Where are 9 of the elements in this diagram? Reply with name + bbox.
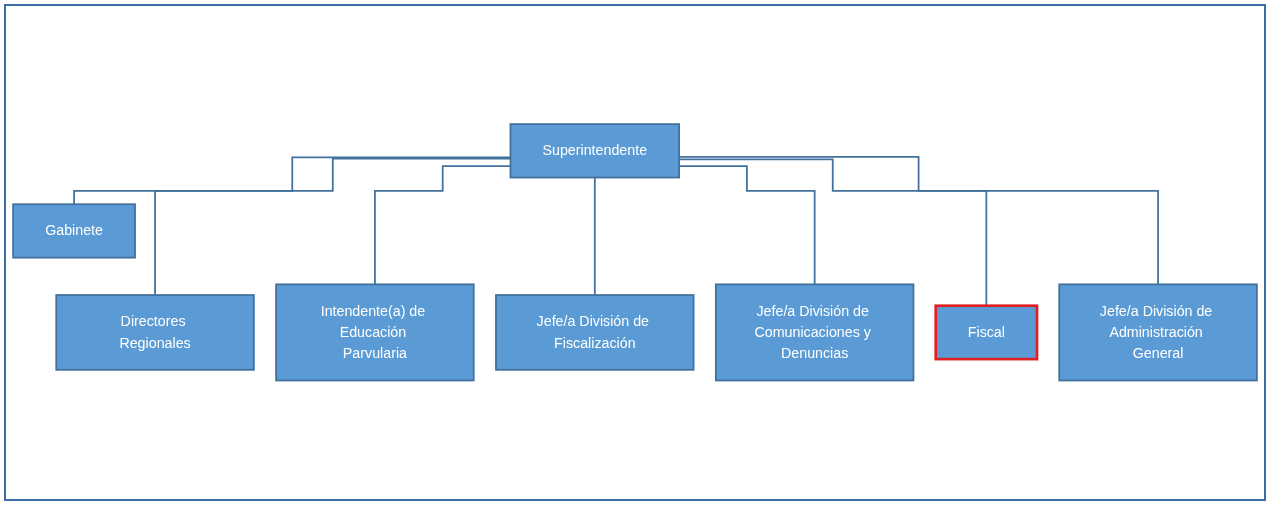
node-box: Fiscal (934, 304, 1039, 361)
node-box: Jefe/a División de Administración General (1058, 283, 1258, 382)
connector (593, 176, 596, 297)
node-box: Directores Regionales (55, 294, 255, 371)
node-box: Superintendente (509, 123, 680, 179)
node-box: Intendente(a) de Educación Parvularia (275, 283, 475, 382)
node-box: Jefe/a División de Fiscalización (495, 294, 695, 371)
node-box: Gabinete (12, 203, 136, 259)
node-box: Jefe/a División de Comunicaciones y Denuncias (714, 283, 915, 382)
